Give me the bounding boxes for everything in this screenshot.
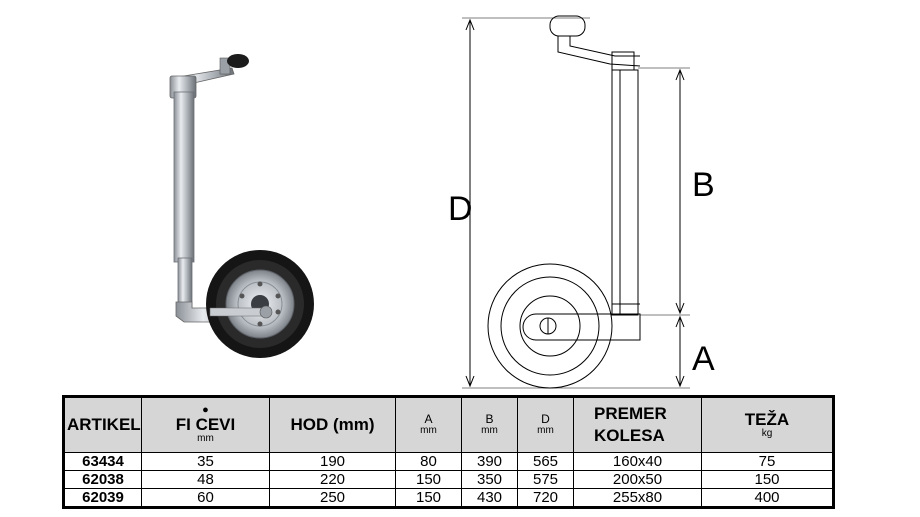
cell-teza: 400 <box>701 488 834 508</box>
dimension-label-b: B <box>692 166 715 204</box>
table-row: 63434 35 190 80 390 565 160x40 75 <box>63 452 834 471</box>
header-premer-kolesa: PREMER KOLESA <box>573 396 702 453</box>
table-row: 62038 48 220 150 350 575 200x50 150 <box>63 470 834 489</box>
cell-b: 430 <box>461 488 518 508</box>
cell-fi-cevi: 60 <box>141 488 270 508</box>
header-fi-cevi-unit: mm <box>197 433 214 445</box>
dimension-drawing: D B A <box>448 15 715 389</box>
header-fi-cevi-title: FI CEVI <box>175 415 236 435</box>
header-teza-title: TEŽA <box>744 409 790 429</box>
cell-hod: 190 <box>269 452 396 471</box>
cell-b: 390 <box>461 452 518 471</box>
header-b-letter: B <box>485 412 494 427</box>
cell-fi-cevi: 35 <box>141 452 270 471</box>
cell-fi-cevi: 48 <box>141 470 270 489</box>
dimension-label-d: D <box>448 190 473 228</box>
spec-table: ARTIKEL ● FI CEVI mm HOD (mm) A mm B mm … <box>62 395 835 509</box>
header-teza-unit: kg <box>761 427 773 439</box>
cell-a: 150 <box>395 488 462 508</box>
jockey-wheel-photo <box>169 54 314 358</box>
cell-teza: 75 <box>701 452 834 471</box>
cell-artikel: 62038 <box>63 470 142 489</box>
cell-teza: 150 <box>701 470 834 489</box>
header-a-unit: mm <box>420 425 437 437</box>
header-premer-line1: PREMER <box>594 404 667 424</box>
cell-a: 80 <box>395 452 462 471</box>
cell-b: 350 <box>461 470 518 489</box>
cell-artikel: 63434 <box>63 452 142 471</box>
header-d-letter: D <box>541 412 550 427</box>
cell-d: 720 <box>517 488 574 508</box>
header-a-letter: A <box>424 412 433 427</box>
table-row: 62039 60 250 150 430 720 255x80 400 <box>63 488 834 508</box>
header-b: B mm <box>461 396 518 453</box>
cell-premer: 255x80 <box>573 488 702 508</box>
header-d-unit: mm <box>537 425 554 437</box>
cell-hod: 250 <box>269 488 396 508</box>
cell-d: 565 <box>517 452 574 471</box>
header-premer-line2: KOLESA <box>594 426 665 445</box>
dimension-label-a: A <box>692 340 715 378</box>
cell-a: 150 <box>395 470 462 489</box>
cell-hod: 220 <box>269 470 396 489</box>
header-d: D mm <box>517 396 574 453</box>
header-b-unit: mm <box>481 425 498 437</box>
cell-premer: 200x50 <box>573 470 702 489</box>
header-teza: TEŽA kg <box>701 396 834 453</box>
table-header-row: ARTIKEL ● FI CEVI mm HOD (mm) A mm B mm … <box>63 396 834 453</box>
diameter-dot-icon: ● <box>202 404 209 417</box>
header-artikel: ARTIKEL <box>63 396 142 453</box>
header-hod: HOD (mm) <box>269 396 396 453</box>
header-fi-cevi: ● FI CEVI mm <box>141 396 270 453</box>
cell-premer: 160x40 <box>573 452 702 471</box>
cell-artikel: 62039 <box>63 488 142 508</box>
cell-d: 575 <box>517 470 574 489</box>
header-a: A mm <box>395 396 462 453</box>
